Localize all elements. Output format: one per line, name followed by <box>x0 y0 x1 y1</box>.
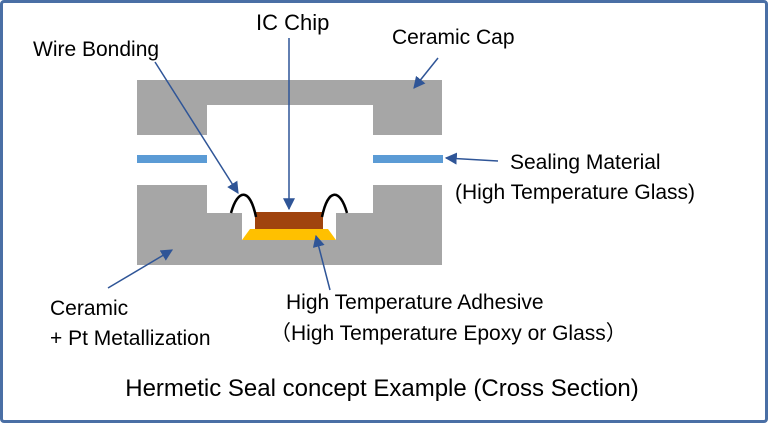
ceramic-base-shape <box>137 185 442 265</box>
ceramic-arrow <box>107 249 174 289</box>
ceramic-cap-label: Ceramic Cap <box>392 26 515 49</box>
adhesive-label: High Temperature Adhesive <box>286 291 544 314</box>
ic-chip-shape <box>255 212 323 229</box>
sealing-glass-right <box>373 155 443 163</box>
sealing-glass-left <box>137 155 207 163</box>
caption: Hermetic Seal concept Example (Cross Sec… <box>125 375 639 402</box>
adhesive-layer <box>242 229 336 240</box>
sealing-material-label: Sealing Material <box>510 151 661 174</box>
ceramic-cap-shape <box>137 80 442 135</box>
ceramic-sublabel: + Pt Metallization <box>50 327 211 350</box>
ceramic-cap-arrow <box>413 57 439 89</box>
ic-chip-label: IC Chip <box>256 10 329 35</box>
bond-wire-right <box>320 193 349 218</box>
sealing-material-arrow <box>444 152 499 165</box>
sealing-material-sublabel: (High Temperature Glass) <box>455 181 695 204</box>
adhesive-arrow <box>312 234 331 291</box>
wire-bonding-label: Wire Bonding <box>33 38 159 61</box>
adhesive-sublabel: （High Temperature Epoxy or Glass） <box>270 322 627 345</box>
ceramic-label: Ceramic <box>50 297 128 320</box>
bond-wire-left <box>229 193 258 218</box>
wire-bonding-arrow <box>154 61 239 195</box>
